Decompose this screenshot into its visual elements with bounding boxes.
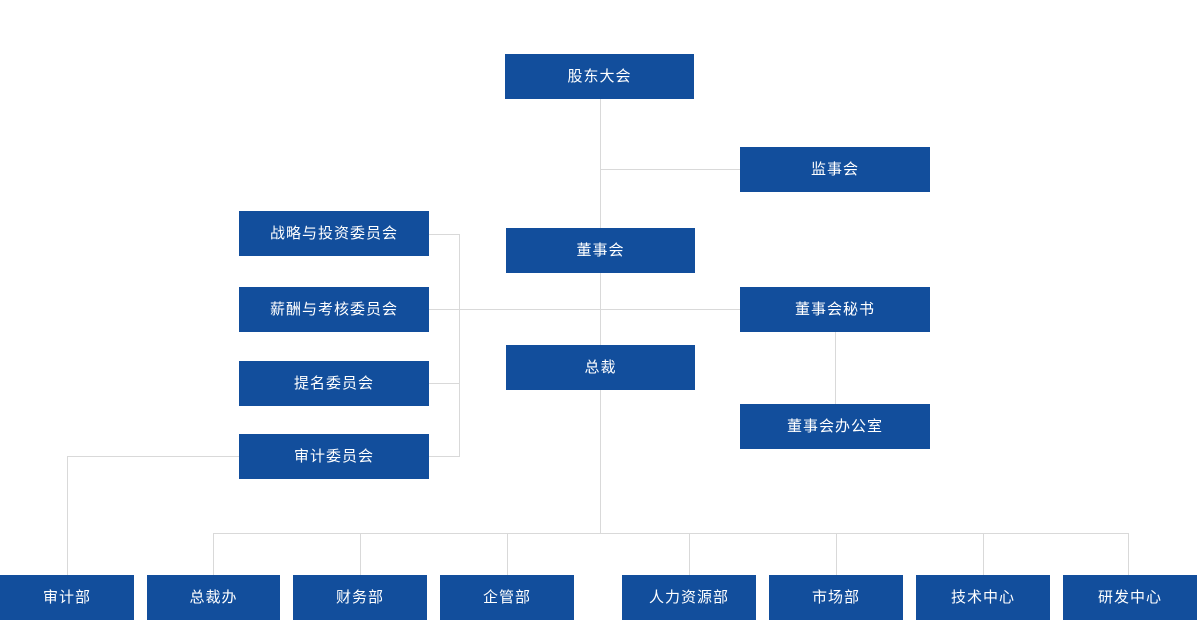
connector-committee-compensation-stub bbox=[429, 309, 460, 310]
node-dept-finance[interactable]: 财务部 bbox=[293, 575, 427, 620]
connector-drop-human-resources bbox=[689, 533, 690, 575]
connector-audit-committee-left bbox=[67, 456, 239, 457]
connector-board-to-secretary bbox=[459, 309, 740, 310]
node-shareholders[interactable]: 股东大会 bbox=[505, 54, 694, 99]
node-label-supervisors: 监事会 bbox=[810, 161, 859, 178]
node-label-audit-committee: 审计委员会 bbox=[293, 448, 374, 465]
connector-drop-marketing bbox=[836, 533, 837, 575]
node-board-secretary[interactable]: 董事会秘书 bbox=[740, 287, 930, 332]
node-label-shareholders: 股东大会 bbox=[567, 68, 632, 85]
connector-committee-audit-stub bbox=[429, 456, 460, 457]
node-dept-enterprise-management[interactable]: 企管部 bbox=[440, 575, 574, 620]
node-label-dept-audit: 审计部 bbox=[42, 589, 91, 606]
connector-secretary-to-office bbox=[835, 332, 836, 404]
node-nomination-committee[interactable]: 提名委员会 bbox=[239, 361, 429, 406]
node-dept-audit[interactable]: 审计部 bbox=[0, 575, 134, 620]
connector-drop-president-office bbox=[213, 533, 214, 575]
node-label-board-secretary: 董事会秘书 bbox=[794, 301, 875, 318]
node-dept-human-resources[interactable]: 人力资源部 bbox=[622, 575, 756, 620]
node-compensation-appraisal-committee[interactable]: 薪酬与考核委员会 bbox=[239, 287, 429, 332]
connector-drop-enterprise-management bbox=[507, 533, 508, 575]
node-dept-rnd-center[interactable]: 研发中心 bbox=[1063, 575, 1197, 620]
node-board-office[interactable]: 董事会办公室 bbox=[740, 404, 930, 449]
connector-shareholders-to-supervisors bbox=[600, 169, 740, 170]
node-strategy-investment-committee[interactable]: 战略与投资委员会 bbox=[239, 211, 429, 256]
node-label-dept-rnd-center: 研发中心 bbox=[1097, 589, 1162, 606]
node-supervisors[interactable]: 监事会 bbox=[740, 147, 930, 192]
node-board[interactable]: 董事会 bbox=[506, 228, 695, 273]
node-label-nomination-committee: 提名委员会 bbox=[293, 375, 374, 392]
connector-audit-committee-down bbox=[67, 456, 68, 575]
node-label-dept-finance: 财务部 bbox=[335, 589, 384, 606]
node-label-board: 董事会 bbox=[576, 242, 625, 259]
node-label-strategy-investment-committee: 战略与投资委员会 bbox=[269, 225, 398, 242]
connector-committee-strategy-stub bbox=[429, 234, 460, 235]
connector-drop-rnd-center bbox=[1128, 533, 1129, 575]
node-label-dept-marketing: 市场部 bbox=[811, 589, 860, 606]
connector-departments-bus bbox=[213, 533, 1128, 534]
node-label-board-office: 董事会办公室 bbox=[786, 418, 883, 435]
node-label-dept-technology-center: 技术中心 bbox=[950, 589, 1015, 606]
node-dept-technology-center[interactable]: 技术中心 bbox=[916, 575, 1050, 620]
connector-committee-nomination-stub bbox=[429, 383, 460, 384]
node-label-dept-enterprise-management: 企管部 bbox=[482, 589, 531, 606]
connector-drop-finance bbox=[360, 533, 361, 575]
node-label-compensation-appraisal-committee: 薪酬与考核委员会 bbox=[269, 301, 398, 318]
node-label-dept-human-resources: 人力资源部 bbox=[648, 589, 729, 606]
node-dept-marketing[interactable]: 市场部 bbox=[769, 575, 903, 620]
connector-shareholders-down bbox=[600, 99, 601, 228]
connector-drop-technology-center bbox=[983, 533, 984, 575]
node-dept-president-office[interactable]: 总裁办 bbox=[147, 575, 280, 620]
node-audit-committee[interactable]: 审计委员会 bbox=[239, 434, 429, 479]
connector-committees-bus bbox=[459, 234, 460, 456]
node-president[interactable]: 总裁 bbox=[506, 345, 695, 390]
connector-president-down bbox=[600, 390, 601, 533]
node-label-dept-president-office: 总裁办 bbox=[189, 589, 238, 606]
node-label-president: 总裁 bbox=[584, 359, 617, 376]
